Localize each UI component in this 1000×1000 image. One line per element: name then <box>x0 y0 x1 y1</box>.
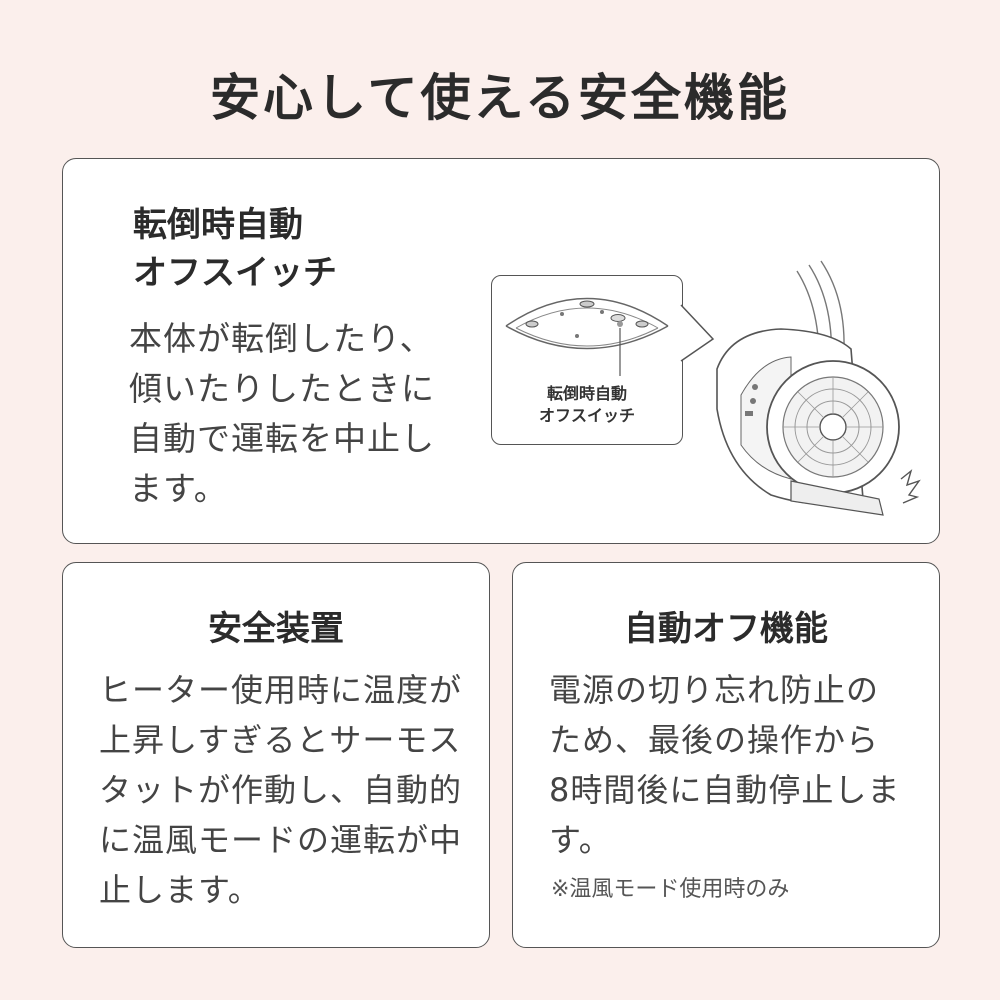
tip-over-switch-heading: 転倒時自動 オフスイッチ <box>133 201 337 297</box>
body-line: 本体が転倒したり、 <box>129 319 434 358</box>
body-line: ヒーター使用時に温度が <box>99 671 463 709</box>
tip-over-illustration: 転倒時自動 オフスイッチ <box>491 249 921 539</box>
body-line: に温風モードの運転が中 <box>99 821 463 859</box>
auto-off-description: 電源の切り忘れ防止の ため、最後の操作から 8時間後に自動停止しま す。 <box>549 665 921 865</box>
auto-off-heading: 自動オフ機能 <box>624 609 828 649</box>
body-line: ます。 <box>129 469 228 508</box>
body-line: す。 <box>549 821 612 859</box>
safety-device-heading: 安全装置 <box>208 609 344 649</box>
body-line: 上昇しすぎるとサーモス <box>99 721 462 759</box>
body-line: タットが作動し、自動的 <box>99 771 463 809</box>
callout-label-line2: オフスイッチ <box>538 406 635 425</box>
safety-device-description: ヒーター使用時に温度が 上昇しすぎるとサーモス タットが作動し、自動的 に温風モ… <box>99 665 471 915</box>
callout-box: 転倒時自動 オフスイッチ <box>491 275 683 445</box>
safety-device-card: 安全装置 ヒーター使用時に温度が 上昇しすぎるとサーモス タットが作動し、自動的… <box>62 562 490 948</box>
tip-over-heading-line1: 転倒時自動 <box>133 205 303 245</box>
body-line: 電源の切り忘れ防止の <box>549 671 880 709</box>
body-line: 自動で運転を中止し <box>129 419 435 458</box>
body-line: 傾いたりしたときに <box>129 369 435 408</box>
body-line: 止します。 <box>99 871 261 909</box>
tip-over-switch-description: 本体が転倒したり、 傾いたりしたときに 自動で運転を中止し ます。 <box>129 314 449 514</box>
body-line: ため、最後の操作から <box>549 721 880 759</box>
callout-label-line1: 転倒時自動 <box>546 384 627 403</box>
body-line: 8時間後に自動停止しま <box>549 771 901 809</box>
tip-over-switch-card: 転倒時自動 オフスイッチ 本体が転倒したり、 傾いたりしたときに 自動で運転を中… <box>62 158 940 544</box>
auto-off-card: 自動オフ機能 電源の切り忘れ防止の ため、最後の操作から 8時間後に自動停止しま… <box>512 562 940 948</box>
tip-over-heading-line2: オフスイッチ <box>133 253 337 293</box>
auto-off-footnote: ※温風モード使用時のみ <box>551 877 790 902</box>
base-underside-illustration <box>505 297 669 376</box>
page-title: 安心して使える安全機能 <box>210 69 790 127</box>
tipped-heater-fan-illustration <box>680 260 921 516</box>
